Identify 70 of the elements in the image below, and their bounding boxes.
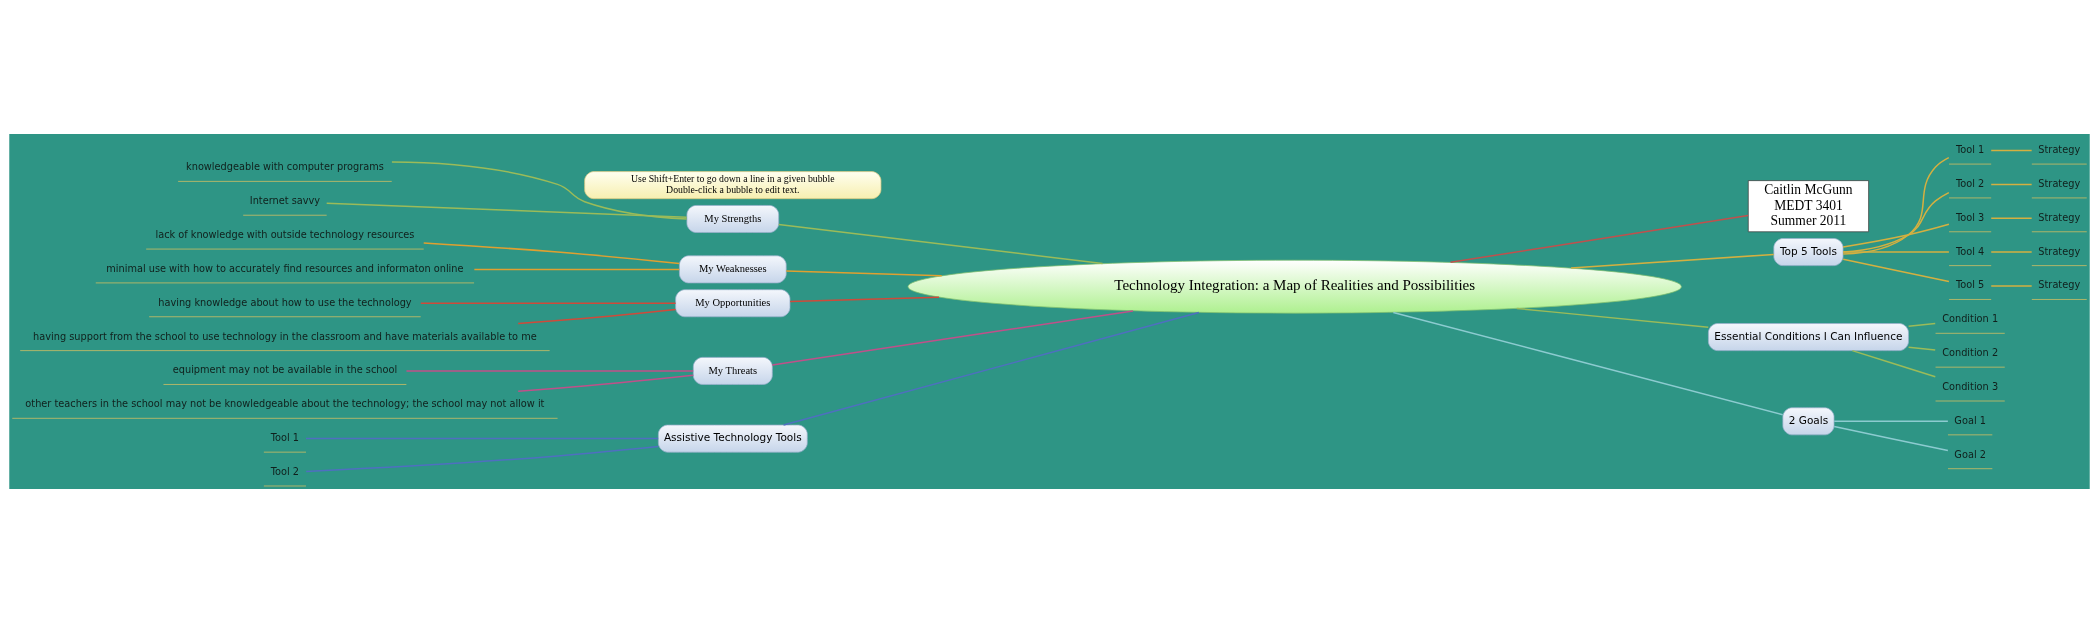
- connector: [1449, 214, 1749, 264]
- connector: [405, 370, 694, 372]
- connector: [422, 242, 680, 265]
- node-text: Tool 1: [270, 432, 300, 444]
- connector: [785, 270, 943, 277]
- node-text: having knowledge about how to use the technology: [158, 296, 412, 308]
- node-text: Strategy: [2038, 279, 2081, 291]
- connector: [1990, 285, 2033, 287]
- connector: [325, 202, 688, 218]
- node-text: knowledgeable with computer programs: [186, 161, 384, 173]
- connector: [473, 268, 680, 271]
- connector: [777, 223, 1104, 265]
- connector: [305, 445, 659, 473]
- node-text: Condition 3: [1942, 381, 1999, 393]
- connector: [1516, 307, 1709, 329]
- connector: [1392, 311, 1784, 416]
- node-text: Internet savvy: [249, 195, 321, 207]
- node-text: Condition 1: [1942, 313, 1999, 325]
- connector: [420, 302, 677, 304]
- connector: [1833, 420, 1949, 423]
- node-box: Use Shift+Enter to go down a line in a given bubble Double-click a bubble to edit text.: [584, 171, 882, 200]
- node-box: Assistive Technology Tools: [657, 424, 808, 453]
- connector: [1851, 349, 1937, 378]
- node-text: Tool 4: [1955, 245, 1985, 257]
- node-box: 2 Goals: [1782, 407, 1835, 436]
- connector: [1570, 253, 1775, 269]
- node-text: Tool 2: [270, 466, 300, 478]
- connector: [305, 437, 659, 440]
- node-text: Goal 1: [1954, 414, 1986, 426]
- node-box: Top 5 Tools: [1773, 238, 1844, 266]
- connector: [1990, 217, 2033, 219]
- connector: [782, 311, 1200, 426]
- node-box: My Opportunities: [675, 289, 791, 318]
- node-text: Goal 2: [1954, 448, 1986, 460]
- node-text: equipment may not be available in the school: [172, 364, 398, 376]
- connector: [1833, 425, 1949, 452]
- node-text: Strategy: [2038, 177, 2081, 189]
- connector: [1907, 346, 1936, 351]
- node-text: Tool 5: [1955, 279, 1985, 291]
- connector: [1842, 251, 1950, 253]
- node-text: Condition 2: [1942, 347, 1999, 359]
- node-text: Tool 3: [1955, 211, 1985, 223]
- connector: [1990, 251, 2033, 253]
- connector: [771, 310, 1134, 366]
- node-box: My Strengths: [686, 205, 780, 233]
- node-text: Strategy: [2038, 144, 2081, 156]
- node-text: Tool 1: [1955, 144, 1985, 156]
- node-text: Tool 2: [1955, 177, 1985, 189]
- connector: [391, 161, 688, 220]
- node-text: lack of knowledge with outside technology resources: [155, 229, 415, 241]
- node-text: having support from the school to use technology in the classroom and have materials available to me: [33, 330, 537, 342]
- node-text: Strategy: [2038, 245, 2081, 257]
- connector: [1842, 156, 1950, 255]
- connector: [789, 296, 940, 303]
- connector: [1842, 223, 1950, 248]
- connector: [1990, 149, 2033, 152]
- node-text: minimal use with how to accurately find resources and informaton online: [106, 262, 464, 274]
- connector: [517, 374, 695, 392]
- connector: [1842, 258, 1950, 283]
- connector: [1907, 322, 1936, 328]
- node-box: Caitlin McGunn MEDT 3401 Summer 2011: [1747, 180, 1869, 233]
- node-text: other teachers in the school may not be knowledgeable about the technology; the school may not allow it: [25, 398, 545, 410]
- node-box: Essential Conditions I Can Influence: [1708, 323, 1909, 351]
- connector: [1990, 183, 2033, 186]
- node-ellipse: Technology Integration: a Map of Realities and Possibilities: [907, 259, 1682, 314]
- node-box: My Weaknesses: [679, 255, 787, 284]
- connector: [517, 308, 677, 325]
- node-text: Strategy: [2038, 211, 2081, 223]
- node-box: My Threats: [692, 357, 773, 385]
- connector: [1842, 191, 1950, 253]
